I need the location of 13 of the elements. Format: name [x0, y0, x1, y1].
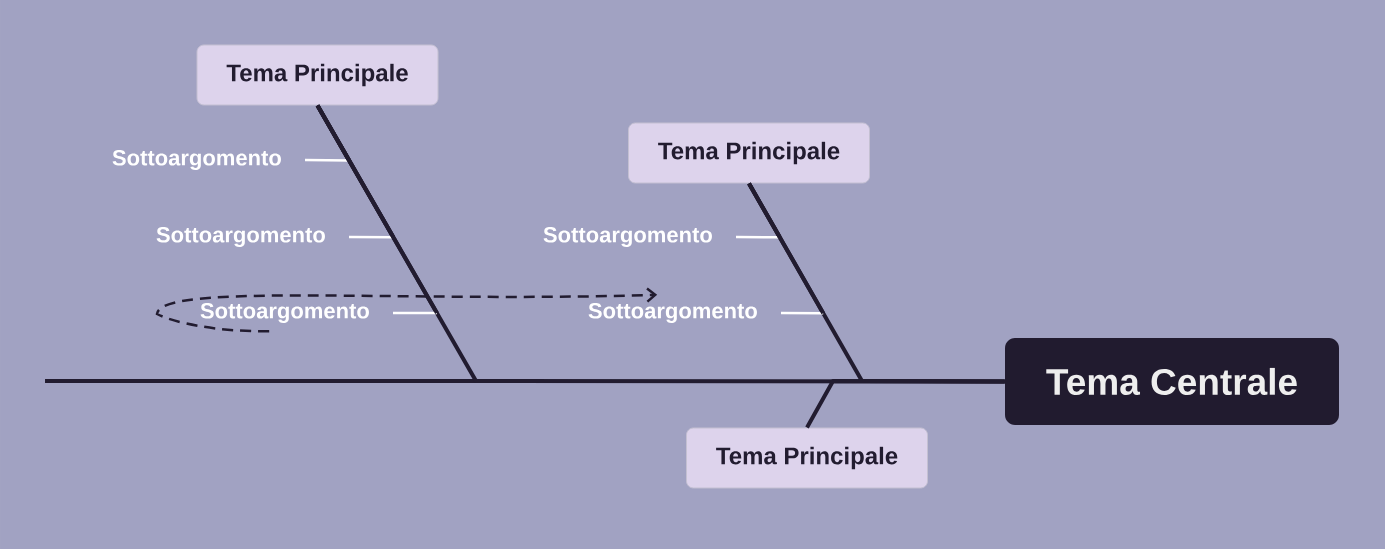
dashed-arrow: [155, 287, 658, 333]
subtopic-label: Sottoargomento: [588, 302, 757, 323]
central-topic-box: Tema Centrale: [1005, 338, 1339, 425]
subtopic-label: Sottoargomento: [543, 226, 712, 247]
subtopic-label: Sottoargomento: [156, 226, 325, 247]
topic-box: Tema Principale: [196, 44, 439, 106]
branch-line: [747, 182, 825, 315]
bone-line: [805, 379, 1005, 429]
topic-box: Tema Principale: [628, 122, 870, 184]
subtopic-label: Sottoargomento: [112, 149, 281, 170]
branch-line: [315, 104, 439, 315]
topic-box: Tema Principale: [686, 427, 928, 489]
subtopic-label: Sottoargomento: [200, 302, 369, 323]
